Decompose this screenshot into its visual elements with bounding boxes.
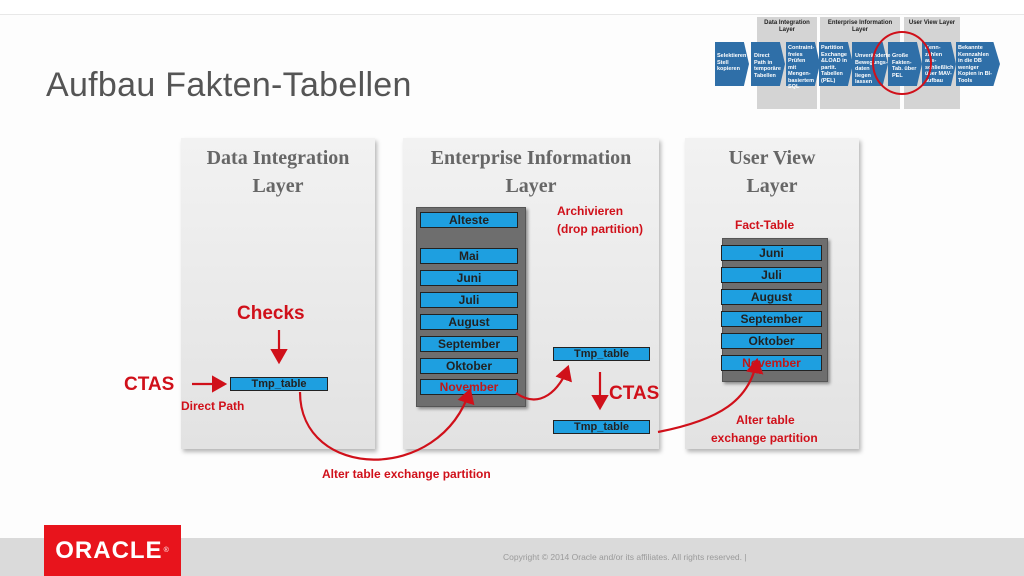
data-integration-layer-title: Data Integration Layer bbox=[181, 144, 375, 200]
exchange-partition-arrow-bottom bbox=[298, 387, 475, 461]
ctas-mid-label: CTAS bbox=[609, 383, 660, 404]
uvl-partition-juli: Juli bbox=[721, 267, 822, 283]
archive-arrow bbox=[515, 364, 572, 401]
user-view-layer-title: User View Layer bbox=[685, 144, 859, 200]
thumb-step-3: Contraint-freies Prüfen mit Mengen-basie… bbox=[788, 45, 815, 90]
thumb-step-4: Partition Exchange &LOAD in partit. Tabe… bbox=[821, 45, 847, 84]
eil-partition-juni: Juni bbox=[420, 270, 518, 286]
uvl-title-line2: Layer bbox=[746, 175, 798, 197]
eil-partition-alteste: Alteste bbox=[420, 212, 518, 228]
uvl-partition-oktober: Oktober bbox=[721, 333, 822, 349]
copyright-text: Copyright © 2014 Oracle and/or its affil… bbox=[503, 552, 747, 562]
alter-table-right-label-line2: exchange partition bbox=[711, 431, 818, 445]
dil-title-line2: Layer bbox=[252, 175, 304, 197]
thumb-step-1: Selektieren Stell kopieren bbox=[717, 53, 747, 72]
thumb-arrow-2 bbox=[751, 42, 785, 86]
eil-partition-juli: Juli bbox=[420, 292, 518, 308]
thumb-step-8: Bekannte Kennzahlen in die DB weniger Ko… bbox=[958, 45, 992, 84]
thumb-highlight-circle bbox=[872, 31, 932, 95]
archive-label-line1: Archivieren bbox=[557, 204, 624, 218]
thumb-arrow-1 bbox=[715, 42, 749, 86]
archive-label-line2: (drop partition) bbox=[557, 222, 643, 236]
thumb-header-uvl: User View Layer bbox=[908, 20, 956, 26]
dil-title-line1: Data Integration bbox=[206, 147, 350, 169]
uvl-partition-september: September bbox=[721, 311, 822, 327]
process-thumbnail: Data Integration Layer Enterprise Inform… bbox=[712, 15, 1012, 115]
uvl-partition-august: August bbox=[721, 289, 822, 305]
eil-tmp-table-lower: Tmp_table bbox=[553, 420, 650, 434]
ctas-left-label: CTAS bbox=[124, 374, 175, 395]
slide-title: Aufbau Fakten-Tabellen bbox=[46, 66, 412, 104]
eil-title-line1: Enterprise Information bbox=[430, 147, 632, 169]
checks-label: Checks bbox=[237, 303, 305, 324]
eil-partition-mai: Mai bbox=[420, 248, 518, 264]
eil-tmp-table-upper: Tmp_table bbox=[553, 347, 650, 361]
alter-table-bottom-label: Alter table exchange partition bbox=[322, 467, 491, 481]
eil-partition-september: September bbox=[420, 336, 518, 352]
direct-path-label: Direct Path bbox=[181, 399, 245, 413]
uvl-partition-juni: Juni bbox=[721, 245, 822, 261]
eil-title-line2: Layer bbox=[505, 175, 557, 197]
eil-partition-august: August bbox=[420, 314, 518, 330]
oracle-logo-mark: ® bbox=[163, 547, 170, 554]
exchange-partition-arrow-right bbox=[657, 357, 764, 434]
thumb-arrow-3 bbox=[786, 42, 820, 86]
thumb-header-eil: Enterprise Information Layer bbox=[827, 20, 893, 33]
enterprise-information-layer-title: Enterprise Information Layer bbox=[403, 144, 659, 200]
alter-table-right-label-line1: Alter table bbox=[736, 413, 795, 427]
thumb-step-2: Direct Path in temporäre Tabellen bbox=[754, 53, 781, 79]
thumb-arrow-8 bbox=[956, 42, 1000, 86]
data-integration-layer-panel: Data Integration Layer bbox=[181, 138, 375, 449]
oracle-logo: ORACLE® bbox=[44, 525, 181, 576]
thumb-header-dil: Data Integration Layer bbox=[764, 20, 810, 33]
uvl-title-line1: User View bbox=[728, 147, 816, 169]
dil-tmp-table: Tmp_table bbox=[230, 377, 328, 391]
eil-partition-oktober: Oktober bbox=[420, 358, 518, 374]
oracle-logo-text: ORACLE bbox=[55, 536, 163, 564]
fact-table-label: Fact-Table bbox=[735, 218, 795, 232]
thumb-arrow-4 bbox=[819, 42, 853, 86]
